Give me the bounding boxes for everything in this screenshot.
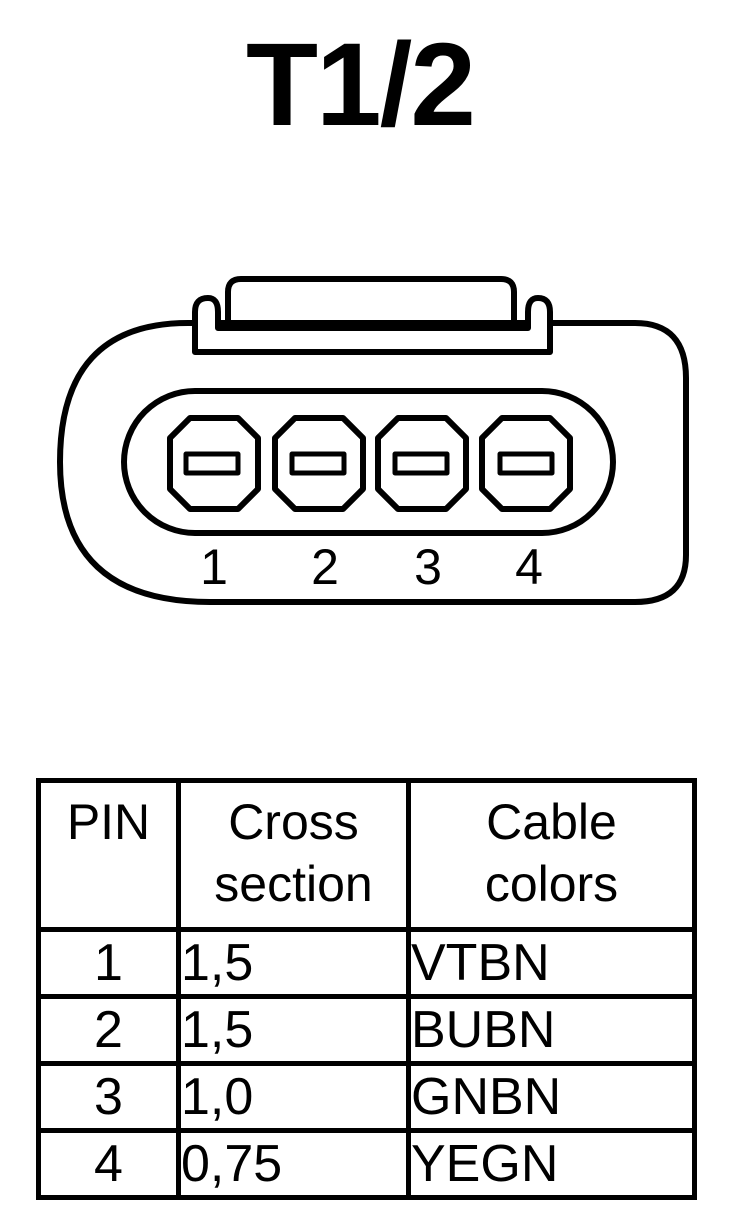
table-row: 4 0,75 YEGN [36,1128,697,1200]
cross-section-value: 1,0 [176,1061,411,1133]
table-header-row: PIN Cross section Cable colors [36,778,697,932]
pin-number-1: 1 [200,539,228,595]
pin-number: 3 [36,1061,181,1133]
connector-diagram: 1 2 3 4 [57,276,689,605]
pin-number: 4 [36,1128,181,1200]
pin-cavity [121,388,616,536]
header-cable-colors: Cable colors [406,778,697,932]
cable-color-value: YEGN [406,1128,697,1200]
pin-3-terminal [375,415,469,512]
pin-number-3: 3 [414,539,442,595]
pin-2-terminal [272,415,366,512]
header-pin: PIN [36,778,181,932]
cross-section-value: 1,5 [176,927,411,999]
header-cross-section: Cross section [176,778,411,932]
connector-housing [57,320,689,605]
table-row: 2 1,5 BUBN [36,994,697,1066]
cable-color-value: BUBN [406,994,697,1066]
pin-assignment-table: PIN Cross section Cable colors 1 1,5 VTB… [36,778,697,1200]
table-row: 3 1,0 GNBN [36,1061,697,1133]
pin-number-4: 4 [515,539,543,595]
pin-number-2: 2 [311,539,339,595]
latch-bar [225,276,517,328]
cable-color-value: VTBN [406,927,697,999]
connector-title: T1/2 [245,19,476,151]
pin-4-terminal [479,415,573,512]
pin-number: 1 [36,927,181,999]
locking-tab [192,295,553,355]
cross-section-value: 1,5 [176,994,411,1066]
cable-color-value: GNBN [406,1061,697,1133]
table-row: 1 1,5 VTBN [36,927,697,999]
cross-section-value: 0,75 [176,1128,411,1200]
pin-1-terminal [167,415,261,512]
pin-number: 2 [36,994,181,1066]
